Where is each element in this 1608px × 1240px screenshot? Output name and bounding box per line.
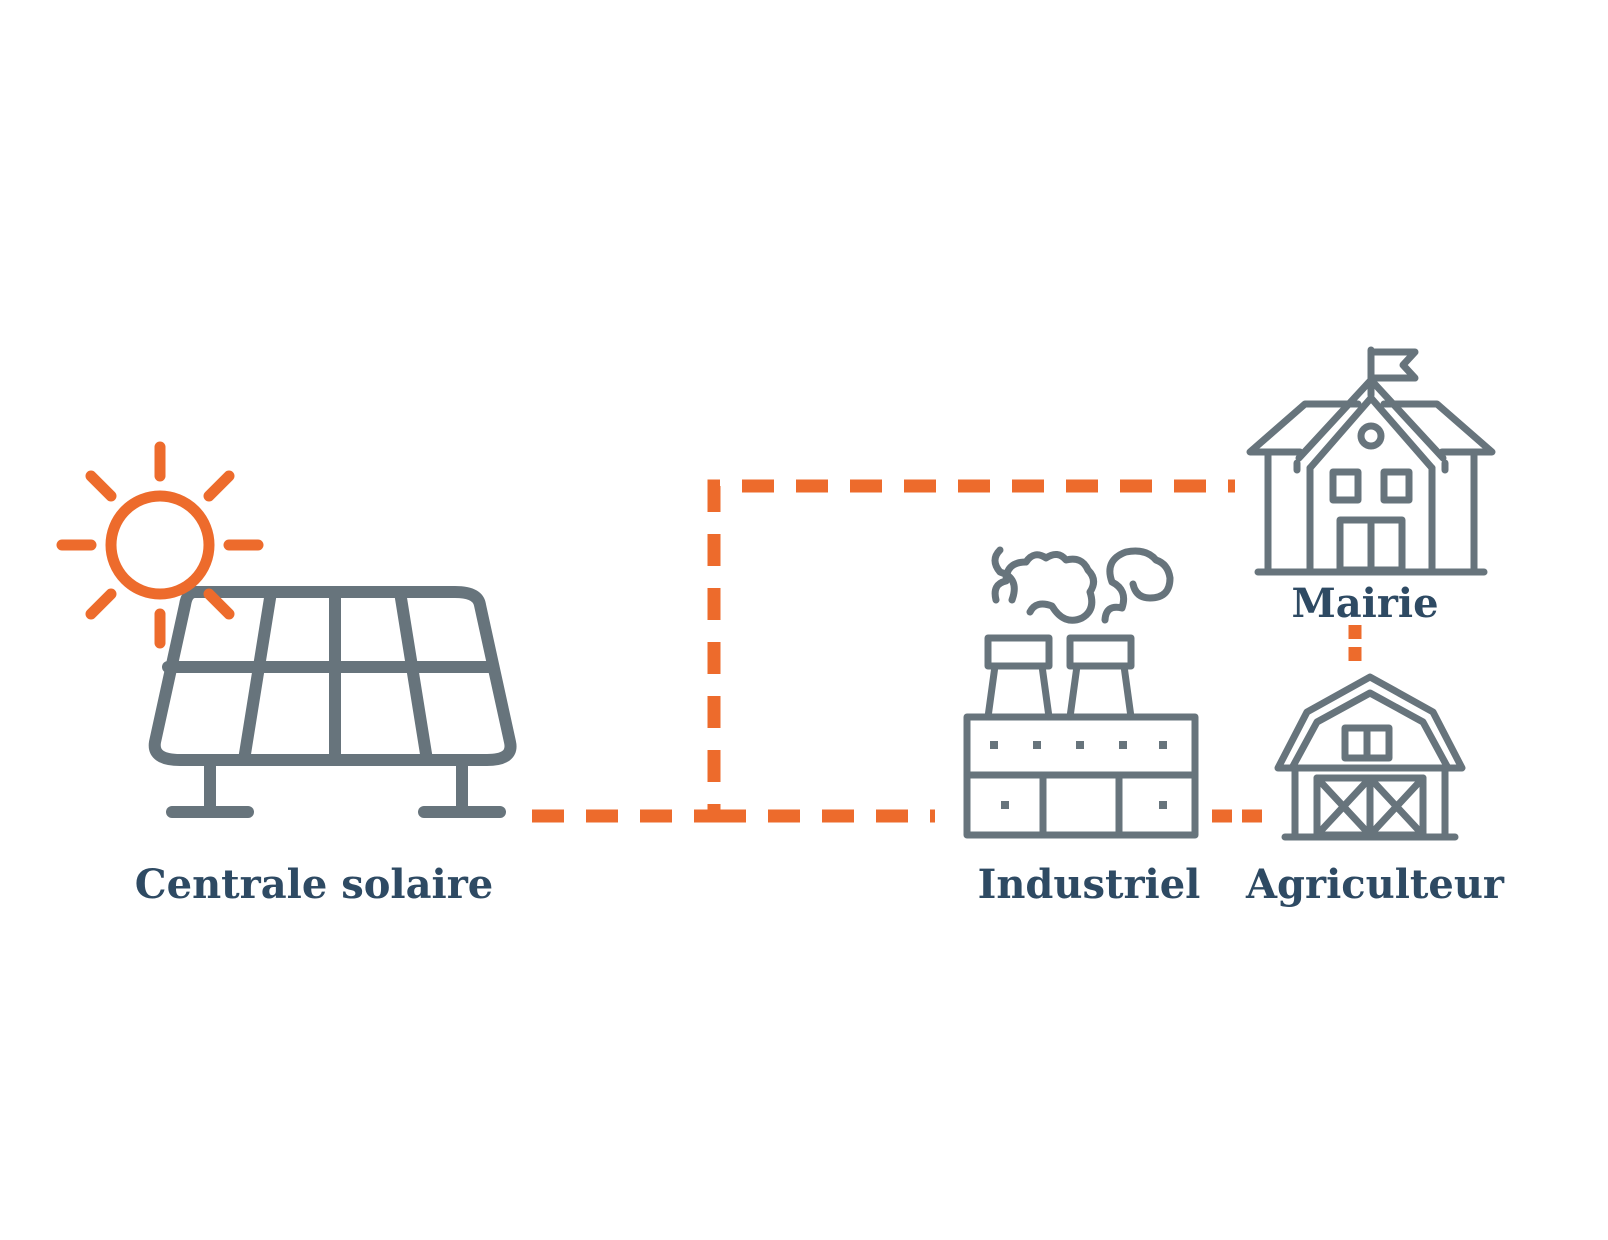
label-solar-plant: Centrale solaire	[135, 861, 493, 908]
sun-icon	[56, 441, 264, 649]
label-industrial: Industriel	[978, 861, 1201, 908]
factory-icon	[963, 546, 1199, 839]
label-farmer: Agriculteur	[1245, 861, 1505, 908]
solar-panel-icon	[148, 586, 517, 818]
connections	[532, 479, 1362, 823]
factory-windows	[990, 741, 1167, 809]
label-town-hall: Mairie	[1291, 580, 1438, 627]
town-hall-icon	[1246, 346, 1496, 576]
connection-solar-to-industrial	[532, 479, 1235, 823]
barn-icon	[1274, 673, 1466, 841]
